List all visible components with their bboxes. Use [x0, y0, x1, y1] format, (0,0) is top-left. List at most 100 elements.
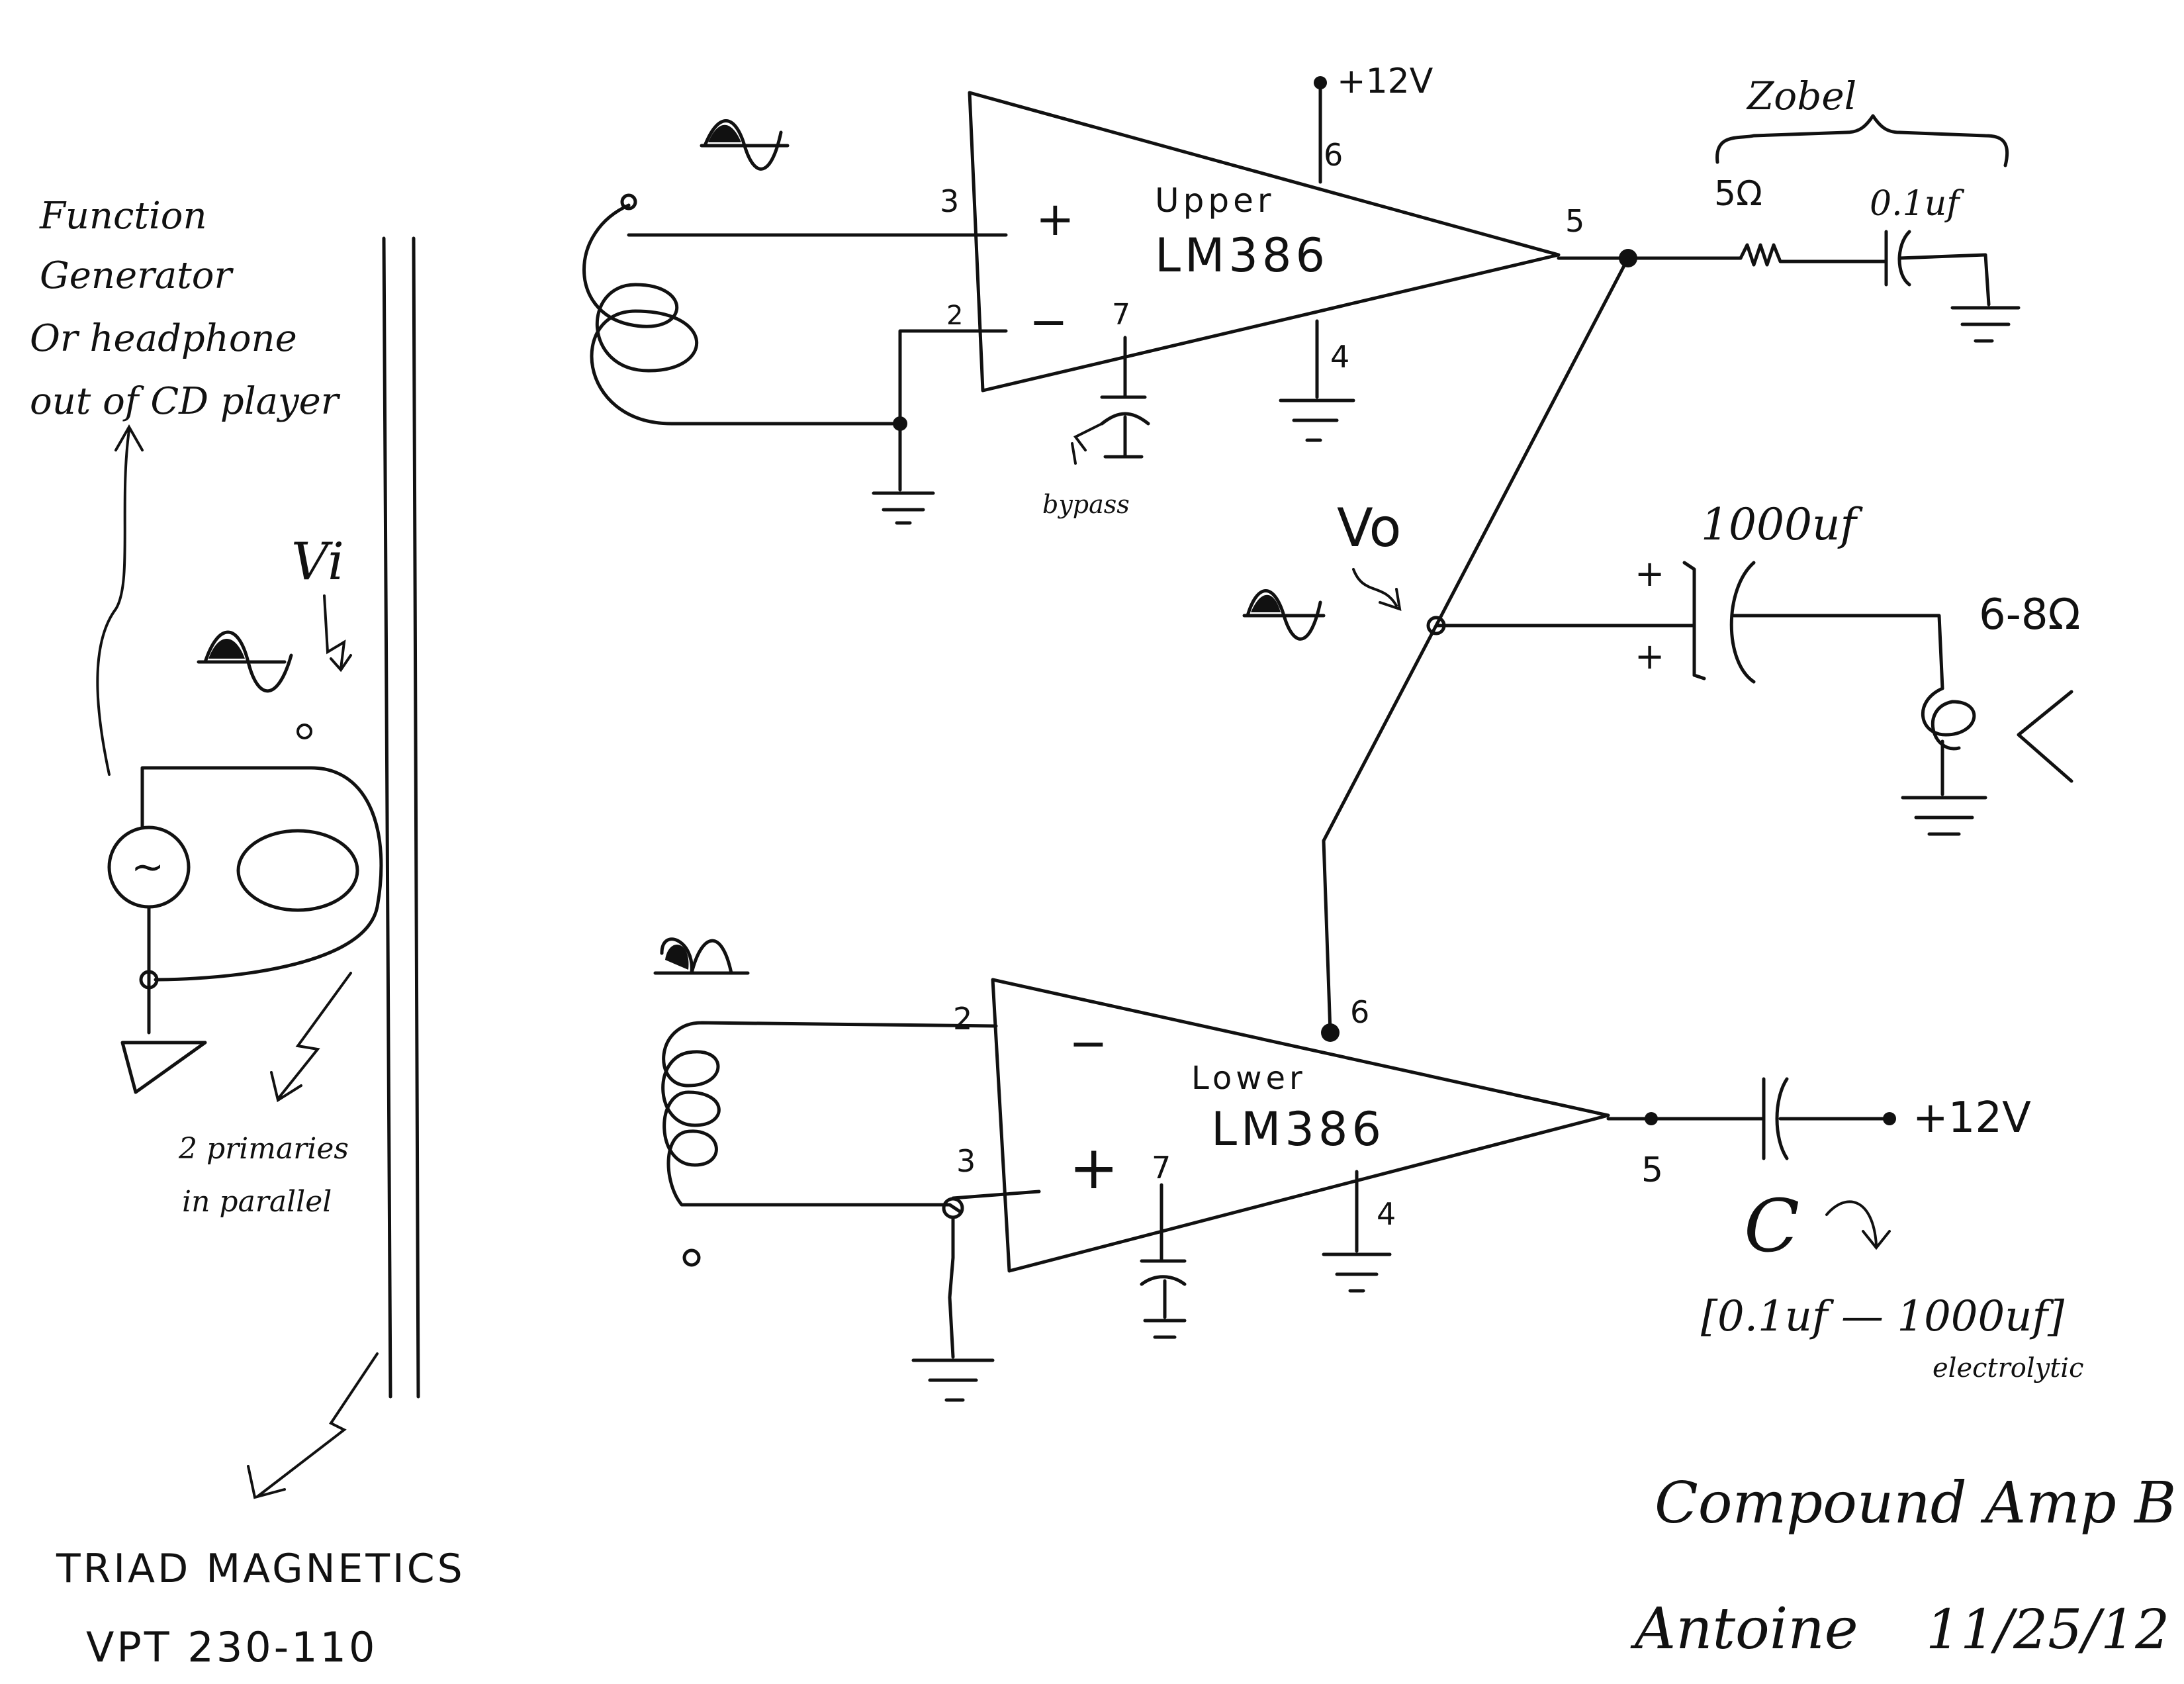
vo-arrow: [1352, 568, 1402, 611]
upper-pin7: 7: [1112, 298, 1130, 332]
bypass-arrow: [1071, 422, 1103, 465]
output-sine-icon: [1242, 589, 1326, 641]
upper-plus-sign: +: [1036, 192, 1075, 246]
source-note-line1: Function: [39, 195, 207, 238]
output-cap-plus-top: +: [1635, 553, 1664, 594]
coupling-cap-symbol: C: [1744, 1184, 1799, 1268]
upper-amp-name-line2: LM386: [1155, 228, 1329, 283]
lower-input-ground-lead: [948, 1216, 955, 1359]
lower-pin2: 2: [953, 1001, 972, 1037]
coupling-stage: +12V C [0.1uf — 1000uf] electrolytic: [1606, 1077, 2083, 1383]
output-cap-plate-2: [1729, 561, 1756, 684]
upper-amp-name-line1: Upper: [1155, 181, 1275, 220]
transformer-core-line-2: [412, 236, 420, 1399]
lower-pin6-node: [1321, 1023, 1340, 1042]
vi-arrow: [323, 594, 352, 673]
ground-triangle-icon: [120, 1041, 207, 1094]
footer-author: Antoine: [1630, 1596, 1858, 1662]
transformer-core-line-1: [382, 236, 392, 1399]
upper-amp: Upper LM386 + − 3 2 7 6 4 5 +12V bypass: [582, 62, 1584, 525]
lower-supply-label: +12V: [1913, 1094, 2031, 1143]
upper-amp-triangle: [968, 91, 1561, 393]
primaries-arrow: [270, 972, 352, 1103]
coupling-cap-arrow: [1825, 1200, 1891, 1250]
lower-pin4: 4: [1377, 1196, 1396, 1232]
lower-input-ground-icon: [911, 1358, 995, 1402]
source-note-line4: out of CD player: [30, 380, 341, 423]
speaker-ground-icon: [1901, 796, 1987, 836]
zobel-network: Zobel 5Ω 0.1uf: [1714, 73, 2021, 343]
transformer-label-line1: TRIAD MAGNETICS: [56, 1546, 465, 1592]
upper-coil-terminal: [620, 193, 637, 210]
lower-input-coil: [661, 1021, 998, 1213]
vi-label: Vi: [291, 532, 344, 592]
upper-minus-input-wire: [898, 329, 1008, 426]
source-note-arrowhead: [114, 424, 144, 451]
upper-minus-sign: −: [1029, 295, 1068, 349]
upper-pin2: 2: [946, 301, 963, 331]
speaker-label: 6-8Ω: [1979, 590, 2080, 639]
output-stage: 1000uf + + 6-8Ω: [1434, 499, 2080, 836]
source-note-line3: Or headphone: [30, 317, 297, 360]
upper-input-coil: [582, 203, 902, 426]
speaker-cone-icon: [2017, 690, 2073, 783]
lower-input-sine-icon: [653, 937, 750, 975]
function-generator: ~: [107, 766, 383, 1094]
zobel-title: Zobel: [1746, 73, 1856, 118]
lower-pin3: 3: [956, 1143, 976, 1179]
output-cap-plate-1: [1682, 561, 1706, 680]
zobel-capacitor-label: 0.1uf: [1870, 184, 1964, 224]
upper-pin3: 3: [940, 183, 959, 219]
source-note-arrow: [96, 429, 130, 776]
primary-coil: [236, 829, 359, 912]
upper-supply-label: +12V: [1337, 62, 1433, 101]
primaries-note-line1: 2 primaries: [178, 1132, 349, 1166]
bypass-note: bypass: [1042, 490, 1130, 519]
footer-title: Compound Amp B: [1655, 1470, 2176, 1536]
coupling-cap-range: [0.1uf — 1000uf]: [1701, 1292, 2065, 1341]
output-cross-wire: [1322, 256, 1630, 1035]
zobel-ground-lead: [1897, 253, 1991, 306]
ground-node: [139, 970, 159, 990]
sine-wave-icon: [197, 630, 293, 693]
transformer-label-line2: VPT 230-110: [86, 1623, 377, 1671]
upper-pin6: 6: [1324, 137, 1343, 173]
lower-pin5: 5: [1641, 1150, 1663, 1190]
lower-plus-sign: +: [1069, 1133, 1118, 1203]
zobel-resistor: [1739, 243, 1888, 267]
upper-bypass-capacitor: [1100, 395, 1150, 459]
generator-lead: [140, 766, 383, 982]
lower-minus-sign: −: [1069, 1016, 1108, 1070]
lower-coil-terminal: [682, 1248, 701, 1267]
terminal-dot: [296, 724, 312, 739]
lower-amp-name-line1: Lower: [1191, 1060, 1306, 1097]
footer-date: 11/25/12: [1926, 1599, 2169, 1661]
source-note: Function Generator Or headphone out of C…: [30, 195, 341, 423]
speaker-lead: [1732, 614, 1944, 690]
upper-input-ground-icon: [872, 491, 935, 525]
primaries-note-line2: in parallel: [182, 1185, 332, 1219]
upper-supply-node: [1314, 76, 1327, 89]
zobel-brace: [1715, 114, 2009, 167]
source-note-line2: Generator: [40, 254, 234, 297]
coupling-cap-type: electrolytic: [1933, 1353, 2083, 1383]
coupling-cap-plate-2: [1775, 1077, 1789, 1160]
zobel-ground-icon: [1950, 306, 2021, 343]
upper-pin5: 5: [1565, 203, 1584, 239]
lower-pin6: 6: [1350, 994, 1369, 1030]
ac-source-symbol: ~: [131, 844, 164, 890]
zobel-resistor-label: 5Ω: [1714, 174, 1762, 214]
lower-amp: Lower LM386 − + 2 3 7 6 4 5: [653, 937, 1663, 1402]
lower-plus-input-wire: [951, 1190, 1041, 1200]
output-cap-plus-bottom: +: [1635, 635, 1664, 677]
upper-pin4: 4: [1330, 339, 1349, 375]
vo-label: Vo: [1337, 497, 1401, 559]
speaker-coil-icon: [1921, 686, 1976, 751]
lower-amp-name-line2: LM386: [1211, 1102, 1385, 1156]
lower-supply-node: [1883, 1112, 1896, 1125]
lower-amp-ground-icon: [1322, 1252, 1392, 1293]
lower-pin7: 7: [1152, 1150, 1171, 1186]
upper-amp-ground-icon: [1279, 398, 1355, 442]
transformer-arrow: [247, 1352, 379, 1499]
